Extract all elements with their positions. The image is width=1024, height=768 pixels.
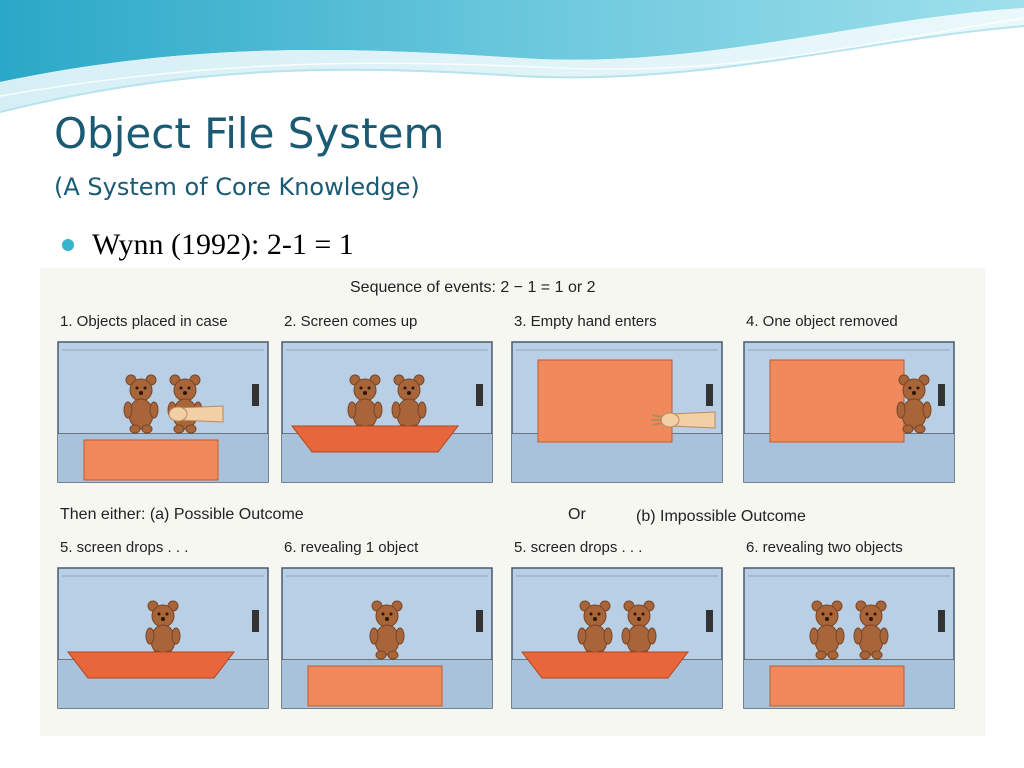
side-opening — [476, 384, 483, 406]
side-opening — [706, 384, 713, 406]
side-opening — [706, 610, 713, 632]
slide-subtitle: (A System of Core Knowledge) — [54, 170, 420, 204]
bottom-caption: 5. screen drops . . . — [60, 539, 188, 556]
side-opening — [252, 610, 259, 632]
top-caption: 4. One object removed — [746, 313, 898, 330]
hand-placing — [169, 406, 223, 422]
impossible-outcome-label: (b) Impossible Outcome — [636, 508, 806, 525]
screen-raised — [538, 360, 672, 442]
top-caption: 1. Objects placed in case — [60, 313, 228, 330]
top-caption: 3. Empty hand enters — [514, 313, 657, 330]
bottom-caption: 6. revealing 1 object — [284, 539, 419, 556]
bottom-caption: 6. revealing two objects — [746, 539, 903, 556]
slide-title: Object File System — [54, 108, 444, 160]
side-opening — [476, 610, 483, 632]
screen-lowered — [308, 666, 442, 706]
screen-raised — [770, 360, 904, 442]
figure-heading: Sequence of events: 2 − 1 = 1 or 2 — [350, 279, 596, 296]
outcome-intro: Then either: (a) Possible Outcome — [60, 506, 304, 523]
bullet-dot-icon — [62, 239, 74, 251]
bottom-caption: 5. screen drops . . . — [514, 539, 642, 556]
side-opening — [252, 384, 259, 406]
or-label: Or — [568, 506, 586, 523]
top-caption: 2. Screen comes up — [284, 313, 417, 330]
header-wave-banner — [0, 0, 1024, 120]
bullet-text: Wynn (1992): 2-1 = 1 — [92, 226, 354, 264]
sequence-figure: Sequence of events: 2 − 1 = 1 or 2 Then … — [40, 268, 985, 736]
side-opening — [938, 384, 945, 406]
screen-tilted — [68, 652, 234, 678]
screen-tilted — [292, 426, 458, 452]
screen-tilted — [522, 652, 688, 678]
side-opening — [938, 610, 945, 632]
screen-lowered — [770, 666, 904, 706]
screen-lowered — [84, 440, 218, 480]
